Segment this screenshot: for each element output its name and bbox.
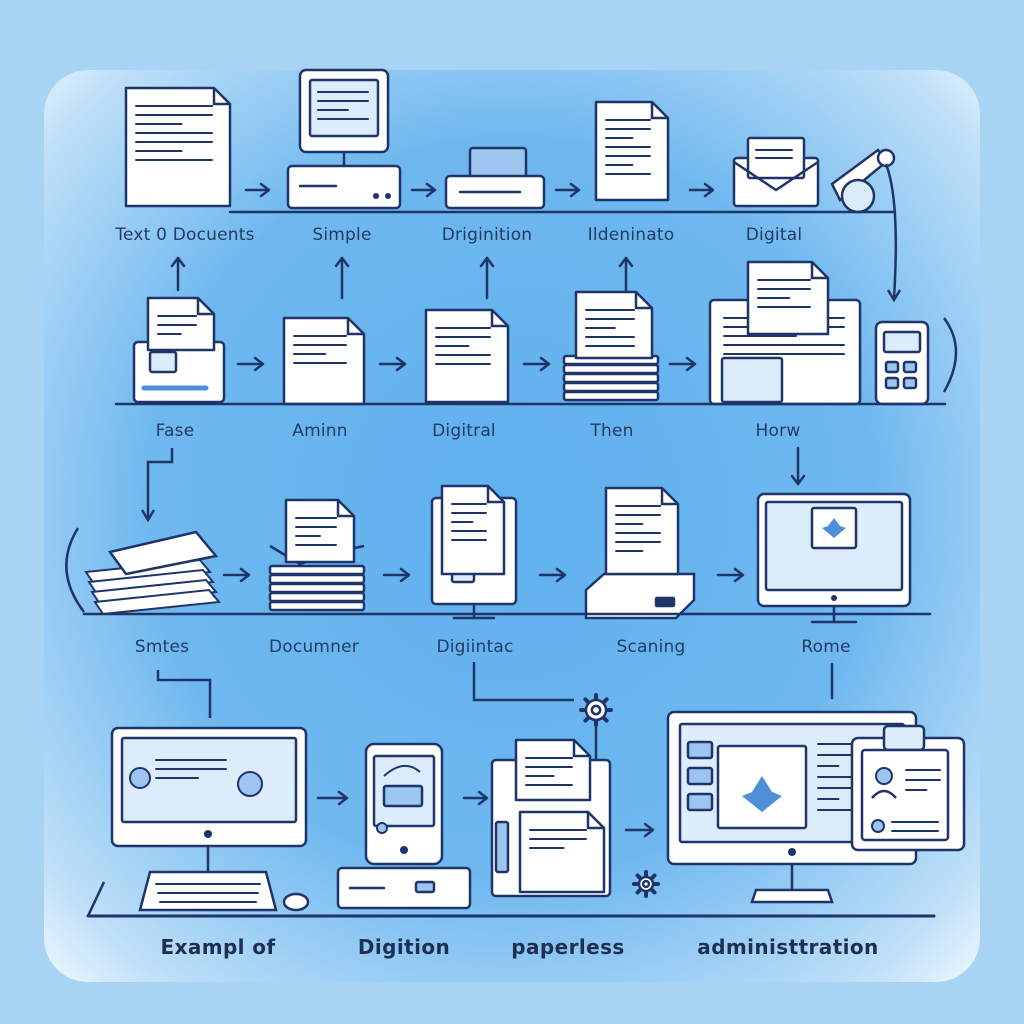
footer-word-2: Digition — [357, 935, 451, 959]
stack-top — [574, 290, 654, 360]
row1-label-3: Driginition — [441, 225, 533, 245]
row3-arrow-4 — [716, 567, 745, 583]
tray-doc — [284, 498, 356, 564]
row1-label-1: Text 0 Docuents — [115, 225, 255, 245]
monitor-doc — [440, 484, 506, 576]
connector-right — [790, 446, 806, 486]
fax-paper — [146, 296, 216, 352]
row2-label-3: Digitral — [432, 421, 496, 441]
envelope-icon — [732, 136, 820, 208]
footer-word-1: Exampl of — [160, 935, 276, 959]
id-card-icon — [850, 724, 966, 852]
paper-pile-icon — [84, 530, 221, 616]
row2-arrow-2 — [378, 356, 407, 372]
desktop-computer-icon — [110, 726, 310, 912]
folder-doc-back — [514, 738, 592, 802]
connectors-lower — [156, 662, 834, 764]
row3-label-5: Rome — [801, 637, 851, 657]
row3-label-3: Digiintac — [436, 637, 514, 657]
scanner-doc — [604, 486, 680, 576]
lamp-connector — [884, 163, 902, 303]
row1-arrow-1 — [244, 182, 271, 198]
computer-monitor-icon — [756, 492, 912, 624]
row3-arrow-3 — [538, 567, 567, 583]
row1-arrow-2 — [410, 182, 437, 198]
inbox-doc — [746, 260, 830, 336]
row4-arrow-3 — [624, 822, 655, 838]
gear-icon — [632, 870, 660, 898]
document-icon — [282, 316, 366, 406]
row3-label-4: Scaning — [616, 637, 686, 657]
row3-label-2: Documner — [269, 637, 359, 657]
document-icon — [424, 308, 510, 404]
row2-label-1: Fase — [155, 421, 195, 441]
row2-label-2: Aminn — [292, 421, 348, 441]
document-icon — [594, 100, 670, 202]
paper-tray-icon — [268, 544, 366, 612]
row2-bracket — [942, 317, 958, 393]
footer-word-4: administtration — [697, 935, 879, 959]
row2-arrow-4 — [668, 356, 697, 372]
calculator-icon — [874, 320, 930, 406]
row4-baseline-edge — [86, 881, 106, 917]
row3-arrow-2 — [382, 567, 411, 583]
footer-word-3: paperless — [511, 935, 625, 959]
row2-arrow-1 — [236, 356, 265, 372]
up-arrow-2 — [334, 256, 350, 300]
tablet-icon — [336, 742, 472, 910]
row1-arrow-3 — [554, 182, 581, 198]
row1-arrow-4 — [688, 182, 715, 198]
row2-label-4: Then — [590, 421, 634, 441]
row3-label-1: Smtes — [134, 637, 190, 657]
folder-doc-front — [518, 810, 606, 894]
desk-lamp-icon — [830, 148, 896, 214]
row2-label-5: Horw — [755, 421, 801, 441]
row1-label-5: Digital — [745, 225, 803, 245]
row1-label-2: Simple — [312, 225, 372, 245]
row2-arrow-3 — [522, 356, 551, 372]
row4-arrow-2 — [462, 790, 489, 806]
gear-icon-top — [579, 693, 613, 727]
row3-bracket — [65, 527, 85, 613]
row4-arrow-1 — [316, 790, 349, 806]
desktop-computer-icon — [286, 68, 402, 210]
up-arrow-1 — [170, 256, 186, 292]
connector-left — [140, 448, 174, 523]
document-icon — [124, 86, 232, 208]
paper-stack-icon — [562, 354, 660, 402]
row1-label-4: Ildeninato — [587, 225, 675, 245]
row3-arrow-1 — [222, 567, 251, 583]
scanner-icon — [444, 146, 546, 210]
up-arrow-3 — [479, 256, 495, 300]
